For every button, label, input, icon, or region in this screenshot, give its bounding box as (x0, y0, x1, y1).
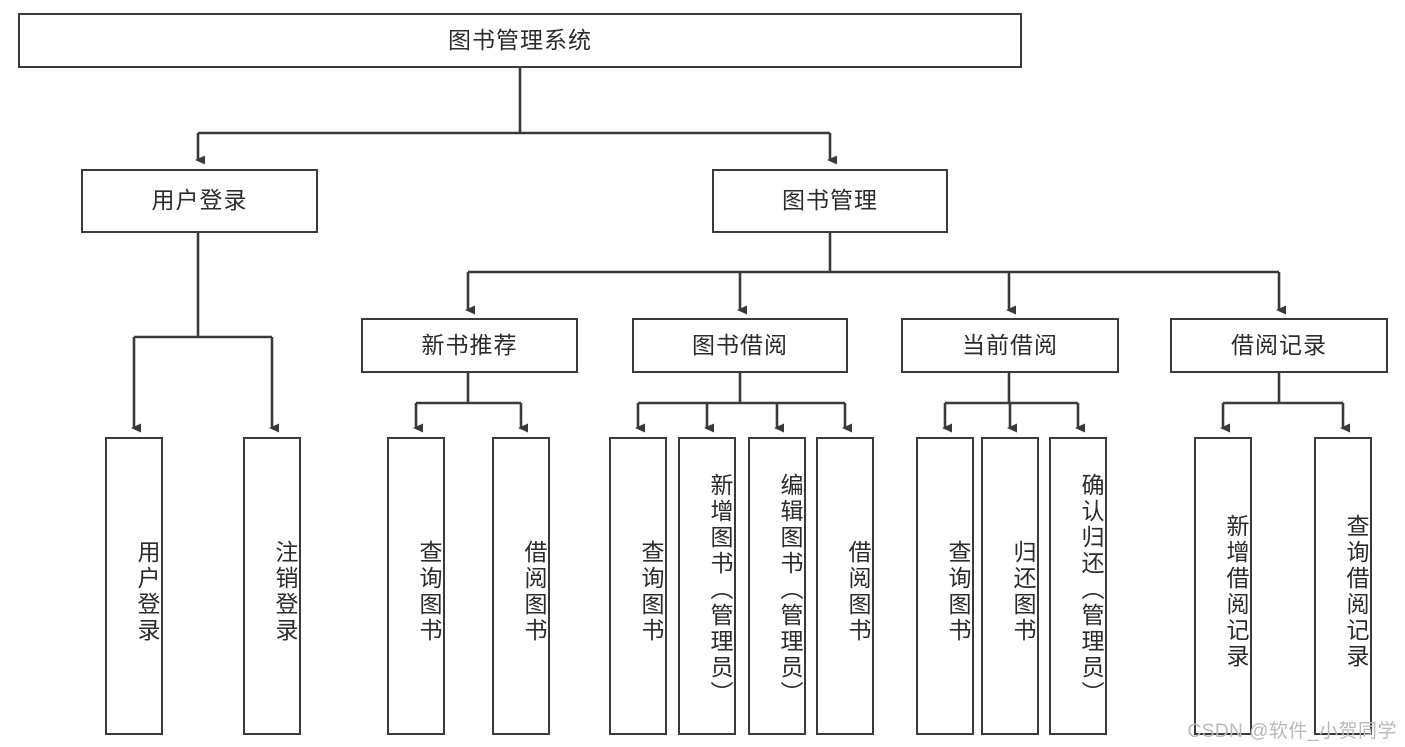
leaf-book-borrow-query[interactable]: 查询图书 (609, 437, 667, 735)
leaf-current-borrow-confirm-admin[interactable]: 确认归还（管理员） (1049, 437, 1107, 735)
node-new-book-recommend[interactable]: 新书推荐 (361, 318, 578, 373)
node-current-borrow[interactable]: 当前借阅 (901, 318, 1119, 373)
csdn-watermark: CSDN @软件_小贺同学 (1187, 721, 1397, 742)
node-borrow-record[interactable]: 借阅记录 (1170, 318, 1388, 373)
leaf-borrow-record-query[interactable]: 查询借阅记录 (1314, 437, 1372, 735)
leaf-new-book-query[interactable]: 查询图书 (387, 437, 445, 735)
leaf-book-borrow-edit-admin[interactable]: 编辑图书（管理员） (748, 437, 806, 735)
node-user-login[interactable]: 用户登录 (81, 169, 318, 233)
leaf-user-login-login[interactable]: 用户登录 (105, 437, 163, 735)
leaf-new-book-borrow[interactable]: 借阅图书 (492, 437, 550, 735)
leaf-current-borrow-query[interactable]: 查询图书 (916, 437, 974, 735)
leaf-book-borrow-borrow[interactable]: 借阅图书 (816, 437, 874, 735)
leaf-current-borrow-return[interactable]: 归还图书 (981, 437, 1039, 735)
leaf-user-login-logout[interactable]: 注销登录 (243, 437, 301, 735)
node-book-management[interactable]: 图书管理 (712, 169, 948, 233)
leaf-book-borrow-add-admin[interactable]: 新增图书（管理员） (678, 437, 736, 735)
node-root-system[interactable]: 图书管理系统 (18, 13, 1022, 68)
node-book-borrow[interactable]: 图书借阅 (632, 318, 848, 373)
leaf-borrow-record-add[interactable]: 新增借阅记录 (1194, 437, 1252, 735)
